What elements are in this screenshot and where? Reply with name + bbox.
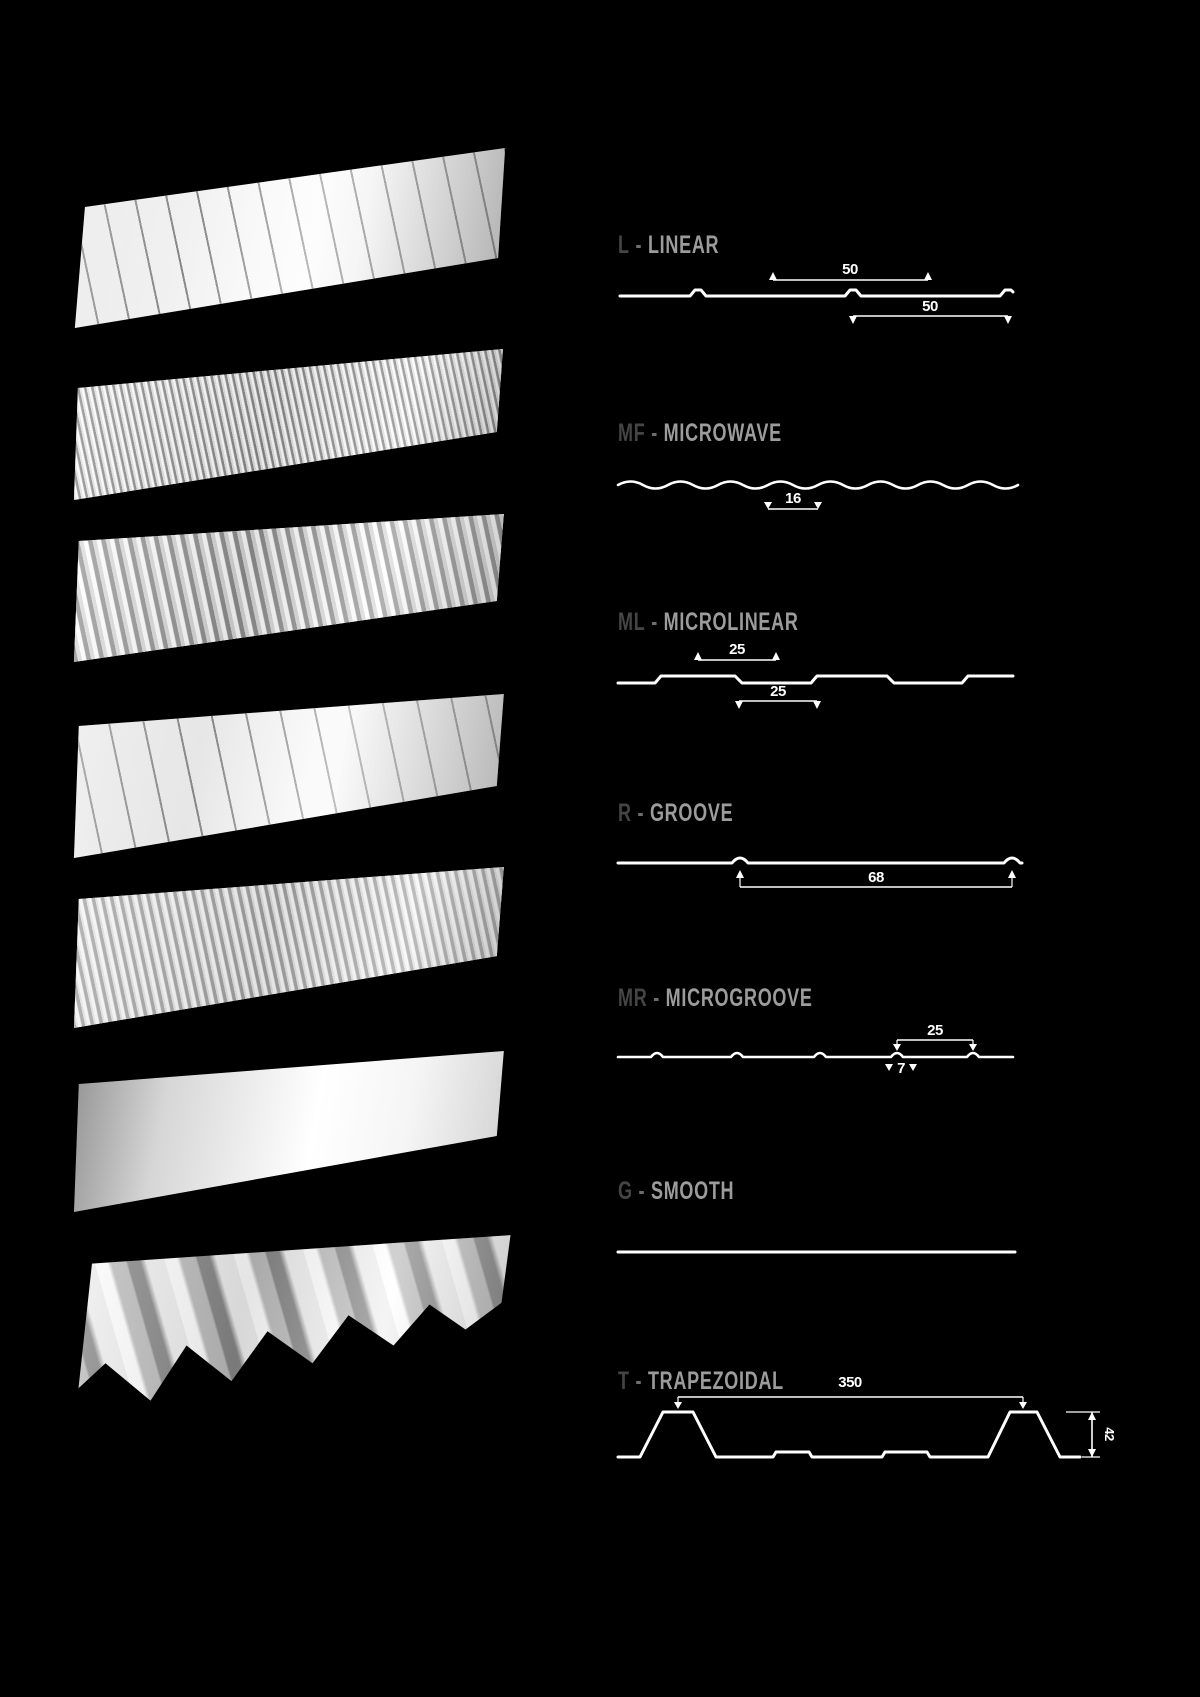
profile-name: LINEAR <box>647 231 720 259</box>
profile-diagram-groove: 68 <box>616 856 1024 888</box>
dimension-value-right: 42 <box>1102 1427 1117 1441</box>
dim-arrow-icon <box>813 701 821 709</box>
profile-label-groove: R-GROOVE <box>618 800 733 826</box>
profile-code: L <box>618 231 630 259</box>
dim-arrow-icon <box>674 1402 682 1409</box>
profile-label-linear: L-LINEAR <box>618 232 719 258</box>
profile-code: MR <box>618 984 648 1012</box>
profile-cross-section <box>616 1410 1082 1459</box>
profile-label-smooth: G-SMOOTH <box>618 1178 734 1204</box>
dim-arrow-icon <box>736 870 744 878</box>
profile-dash: - <box>651 608 658 636</box>
profile-label-microgroove: MR-MICROGROOVE <box>618 985 813 1011</box>
profile-name: MICROLINEAR <box>663 608 799 636</box>
profile-diagram-microgroove: 25 7 <box>616 1022 1015 1077</box>
dimension-value-top: 25 <box>927 1022 943 1039</box>
sheet-photo-microgroove <box>73 867 504 1028</box>
profile-name: TRAPEZOIDAL <box>647 1367 784 1395</box>
profile-diagram-linear: 50 50 <box>618 261 1015 324</box>
dimension-value-bottom: 25 <box>770 683 786 700</box>
profile-label-microwave: MF-MICROWAVE <box>618 420 782 446</box>
profile-code: MF <box>618 419 646 447</box>
profile-cross-section <box>616 1051 1015 1059</box>
profile-name: MICROGROOVE <box>665 984 813 1012</box>
profile-cross-section <box>618 288 1015 298</box>
profile-dash: - <box>651 419 658 447</box>
profile-cross-section <box>616 856 1024 865</box>
sheet-photo-groove <box>73 693 504 859</box>
sheet-photo-microwave <box>73 348 503 500</box>
profile-cross-section <box>616 480 1020 490</box>
sheet-photo-smooth <box>73 1050 504 1213</box>
dim-arrow-icon <box>814 502 822 509</box>
dimension-value-bottom: 7 <box>897 1060 905 1077</box>
dim-arrow-icon <box>969 1044 977 1051</box>
profile-code: G <box>618 1177 633 1205</box>
dim-arrow-icon <box>924 272 932 280</box>
profile-diagram-microwave: 16 <box>616 480 1020 510</box>
profile-diagram-trapezoidal: 350 42 <box>616 1374 1117 1459</box>
profile-dash: - <box>635 231 643 259</box>
dim-arrow-icon <box>694 652 702 660</box>
dimension-value-top: 50 <box>842 261 858 278</box>
dimension-value-top: 350 <box>838 1374 862 1391</box>
dim-arrow-icon <box>735 701 743 709</box>
profile-label-microlinear: ML-MICROLINEAR <box>618 609 799 635</box>
dim-arrow-icon <box>885 1064 893 1071</box>
profile-dash: - <box>635 1367 643 1395</box>
dim-arrow-icon <box>769 272 777 280</box>
profile-code: ML <box>618 608 646 636</box>
dim-arrow-icon <box>849 316 857 324</box>
profile-dash: - <box>638 1177 646 1205</box>
profile-name: GROOVE <box>649 799 734 827</box>
sheet-photo-linear <box>74 148 506 328</box>
dimension-value-bottom: 16 <box>785 490 801 507</box>
profile-name: SMOOTH <box>650 1177 735 1205</box>
sheet-photo-trapezoidal <box>78 1235 511 1401</box>
dim-arrow-icon <box>893 1044 901 1051</box>
profile-code: R <box>618 799 632 827</box>
dim-arrow-icon <box>1019 1402 1027 1409</box>
dim-arrow-icon <box>772 652 780 660</box>
dim-arrow-icon <box>1088 1412 1096 1420</box>
dim-arrow-icon <box>1088 1449 1096 1457</box>
dimension-value-top: 25 <box>729 641 745 658</box>
dim-arrow-icon <box>1004 316 1012 324</box>
dim-arrow-icon <box>1008 870 1016 878</box>
dimension-value-bottom: 68 <box>868 869 884 886</box>
profile-label-trapezoidal: T-TRAPEZOIDAL <box>618 1368 784 1394</box>
profile-dash: - <box>653 984 660 1012</box>
dim-arrow-icon <box>764 502 772 509</box>
profile-code: T <box>618 1367 630 1395</box>
profile-name: MICROWAVE <box>663 419 782 447</box>
dim-arrow-icon <box>909 1064 917 1071</box>
profile-dash: - <box>637 799 645 827</box>
profile-cross-section <box>616 674 1015 685</box>
profile-diagram-smooth <box>616 1250 1017 1254</box>
dimension-value-bottom: 50 <box>922 298 938 315</box>
profile-diagram-microlinear: 25 25 <box>616 641 1015 709</box>
sheet-photo-microlinear <box>73 514 504 662</box>
